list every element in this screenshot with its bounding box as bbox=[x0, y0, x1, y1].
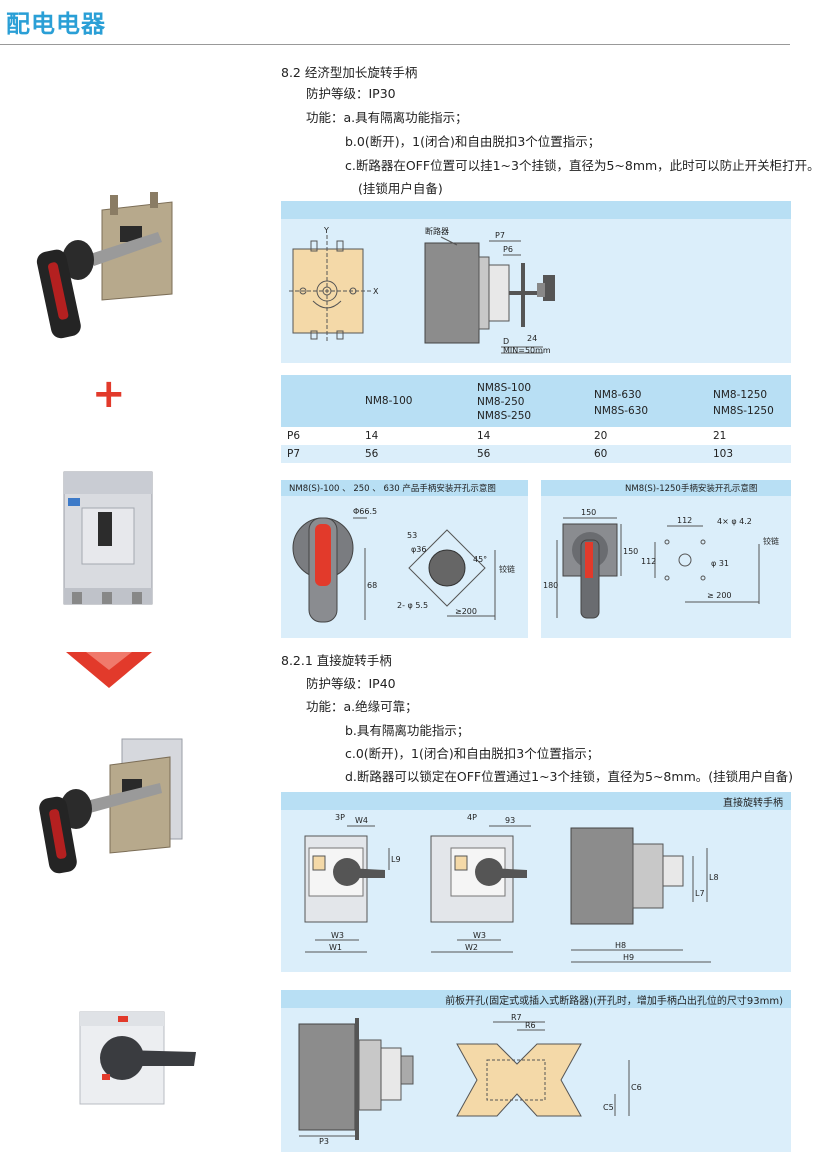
angle-45: 45° bbox=[473, 555, 487, 564]
holes-2x5-5: 2- φ 5.5 bbox=[397, 601, 428, 610]
dim-r6: R6 bbox=[525, 1021, 536, 1030]
dim-h9: H9 bbox=[623, 953, 634, 962]
dim-150-top: 150 bbox=[581, 508, 596, 517]
function-b: b.0(断开)，1(闭合)和自由脱扣3个位置指示； bbox=[345, 134, 601, 149]
ge-200-b: ≥ 200 bbox=[707, 591, 732, 600]
dim-r7: R7 bbox=[511, 1013, 522, 1022]
dim-l8: L8 bbox=[709, 873, 719, 882]
label-breaker: 断路器 bbox=[425, 226, 449, 236]
diagram3-band-label: 前板开孔(固定式或插入式断路器)(开孔时，增加手柄凸出孔位的尺寸93mm) bbox=[445, 996, 783, 1007]
dim-w1: W1 bbox=[329, 943, 342, 952]
phi-36: φ36 bbox=[411, 545, 426, 554]
function-2b: b.具有隔离功能指示； bbox=[345, 723, 470, 738]
panel-handle-cutout-1250: NM8(S)-1250手柄安装开孔示意图 150 150 180 112 112… bbox=[541, 480, 791, 638]
label-p7: P7 bbox=[495, 231, 505, 240]
label-4p: 4P bbox=[467, 813, 477, 822]
label-d: D bbox=[503, 337, 509, 346]
function-2a: 功能：a.绝缘可靠； bbox=[306, 699, 418, 714]
label-y: Y bbox=[323, 226, 329, 235]
dim-w3-3p: W3 bbox=[331, 931, 344, 940]
table-row: P6 14 14 20 21 bbox=[281, 427, 791, 445]
direct-handle-photo bbox=[76, 1002, 200, 1110]
dim-l7: L7 bbox=[695, 889, 705, 898]
section-heading-8-2-1: 8.2.1 直接旋转手柄 bbox=[281, 653, 392, 668]
dim-w2: W2 bbox=[465, 943, 478, 952]
dim-112-top: 112 bbox=[677, 516, 692, 525]
dim-150-side: 150 bbox=[623, 547, 638, 556]
diagram-extended-handle: Y X 断路器 P7 P6 D 24 MIN=50mm bbox=[281, 201, 791, 363]
breaker-with-handle-photo bbox=[39, 735, 190, 875]
function-c: c.断路器在OFF位置可以挂1~3个挂锁，直径为5~8mm，此时可以防止开关柜打… bbox=[345, 158, 820, 173]
plus-sign: + bbox=[92, 371, 126, 417]
section-heading-8-2: 8.2 经济型加长旋转手柄 bbox=[281, 65, 418, 80]
phi-31: φ 31 bbox=[711, 559, 729, 568]
holes-4x4-2: 4× φ 4.2 bbox=[717, 517, 752, 526]
dim-112-side: 112 bbox=[641, 557, 656, 566]
dim-h8: H8 bbox=[615, 941, 626, 950]
ge-200: ≥200 bbox=[455, 607, 477, 616]
header-divider bbox=[0, 44, 790, 45]
dim-l9: L9 bbox=[391, 855, 401, 864]
protection-level: 防护等级：IP30 bbox=[306, 86, 396, 101]
function-2c: c.0(断开)，1(闭合)和自由脱扣3个位置指示； bbox=[345, 746, 600, 761]
label-24: 24 bbox=[527, 334, 537, 343]
label-min: MIN=50mm bbox=[503, 346, 551, 355]
diagram-front-panel-cutout: 前板开孔(固定式或插入式断路器)(开孔时，增加手柄凸出孔位的尺寸93mm) P3… bbox=[281, 990, 791, 1152]
panel-b-title: NM8(S)-1250手柄安装开孔示意图 bbox=[625, 484, 758, 494]
dim-w4: W4 bbox=[355, 816, 368, 825]
col-nm8-100: NM8-100 bbox=[365, 395, 413, 407]
function-c-note: (挂锁用户自备) bbox=[358, 181, 443, 196]
label-p6: P6 bbox=[503, 245, 513, 254]
dim-180: 180 bbox=[543, 581, 558, 590]
arrow-down-icon bbox=[66, 652, 152, 692]
dim-p3: P3 bbox=[319, 1137, 329, 1146]
circuit-breaker-photo bbox=[58, 468, 158, 610]
extended-handle-photo bbox=[36, 190, 180, 340]
panel-handle-cutout-100-630: NM8(S)-100 、 250 、 630 产品手柄安装开孔示意图 Φ66.5… bbox=[281, 480, 528, 638]
label-3p: 3P bbox=[335, 813, 345, 822]
dim-w3-4p: W3 bbox=[473, 931, 486, 940]
page-title: 配电电器 bbox=[6, 10, 106, 38]
label-x: X bbox=[373, 287, 379, 296]
panel-a-title: NM8(S)-100 、 250 、 630 产品手柄安装开孔示意图 bbox=[289, 484, 496, 494]
hinge-label-b: 铰链 bbox=[763, 536, 779, 546]
dim-68: 68 bbox=[367, 581, 377, 590]
hinge-label: 铰链 bbox=[499, 564, 515, 574]
dim-93: 93 bbox=[505, 816, 515, 825]
dim-c5: C5 bbox=[603, 1103, 614, 1112]
protection-level-2: 防护等级：IP40 bbox=[306, 676, 396, 691]
diagram2-band-label: 直接旋转手柄 bbox=[723, 798, 783, 809]
dim-c6: C6 bbox=[631, 1083, 642, 1092]
phi-66-5: Φ66.5 bbox=[353, 507, 377, 516]
function-2d: d.断路器可以锁定在OFF位置通过1~3个挂锁，直径为5~8mm。(挂锁用户自备… bbox=[345, 769, 793, 784]
diagram-direct-handle: 直接旋转手柄 3P W4 L9 W3 W1 4P 93 W3 W2 L7 bbox=[281, 792, 791, 972]
function-a: 功能：a.具有隔离功能指示； bbox=[306, 110, 468, 125]
dim-53: 53 bbox=[407, 531, 417, 540]
table-row: P7 56 56 60 103 bbox=[281, 445, 791, 463]
